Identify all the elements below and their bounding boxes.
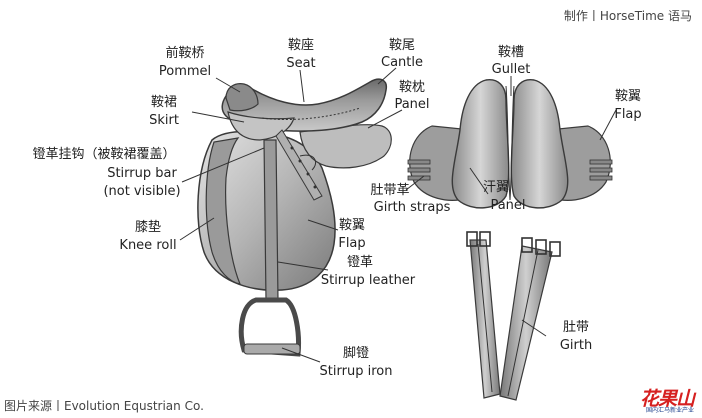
underside-saddle	[407, 79, 613, 209]
seat-label-en: Seat	[286, 56, 315, 71]
girth-drawing	[466, 231, 561, 401]
gullet-label-en: Gullet	[492, 62, 531, 77]
knee-roll-shape	[205, 137, 241, 285]
girth-label-zh: 肚带	[563, 320, 589, 335]
flap-left-label-en: Flap	[338, 236, 365, 251]
panel-top-label-en: Panel	[394, 97, 429, 112]
panel-under-label-zh: 汗翼	[483, 180, 509, 195]
cantle-label-en: Cantle	[381, 55, 423, 70]
skirt-shape	[227, 111, 295, 141]
stirrup-leather-shape	[263, 139, 279, 301]
logo-subtext: 国内汇马新业产业	[645, 407, 694, 414]
panel-shape	[299, 124, 392, 169]
girth-straps-label-zh: 肚带革	[370, 183, 409, 198]
panel-top-label-zh: 鞍枕	[399, 79, 425, 95]
stirrup-leather-label-zh: 镫革	[347, 255, 373, 270]
girth-strap-stubs	[407, 159, 613, 181]
footer-credit: 图片来源丨Evolution Equstrian Co.	[4, 399, 204, 413]
gullet-label-zh: 鞍槽	[498, 44, 524, 60]
flap-left-label-zh: 鞍翼	[339, 217, 365, 233]
skirt-label-en: Skirt	[149, 113, 179, 128]
skirt-label-zh: 鞍裙	[151, 94, 177, 110]
girth-label-en: Girth	[560, 338, 592, 353]
pommel-label-en: Pommel	[159, 64, 211, 79]
stirrup-iron-label-en: Stirrup iron	[320, 364, 393, 379]
side-view-saddle	[197, 78, 392, 357]
pommel-label-zh: 前鞍桥	[165, 45, 204, 61]
part-labels: 前鞍桥 Pommel 鞍座 Seat 鞍尾 Cantle 鞍枕 Panel 鞍裙…	[32, 37, 641, 379]
panel-under-label-en: Panel	[490, 198, 525, 213]
knee-roll-label-zh: 膝垫	[135, 219, 161, 235]
girth-straps-label-en: Girth straps	[374, 200, 451, 215]
stirrup-iron-label-zh: 脚镫	[343, 345, 369, 361]
stirrup-bar-label-en: Stirrup bar	[107, 166, 177, 181]
stirrup-bar-label-en2: (not visible)	[103, 184, 180, 199]
flap-right-label-zh: 鞍翼	[615, 88, 641, 104]
logo-text: 花果山	[639, 388, 695, 410]
flap-right-label-en: Flap	[614, 107, 641, 122]
cantle-label-zh: 鞍尾	[389, 37, 415, 53]
underside-panel-left	[451, 79, 510, 209]
pommel-shape	[225, 83, 259, 112]
stirrup-bar-label-zh: 镫革挂钩（被鞍裙覆盖）	[32, 146, 175, 162]
site-logo: 花果山 国内汇马新业产业	[624, 384, 695, 414]
leader-lines	[179, 67, 617, 363]
underside-panel-right	[510, 79, 569, 209]
header-credit: 制作丨HorseTime 语马	[563, 9, 692, 23]
seat-label-zh: 鞍座	[288, 37, 314, 53]
stirrup-leather-label-en: Stirrup leather	[321, 273, 416, 288]
knee-roll-label-en: Knee roll	[119, 238, 176, 253]
